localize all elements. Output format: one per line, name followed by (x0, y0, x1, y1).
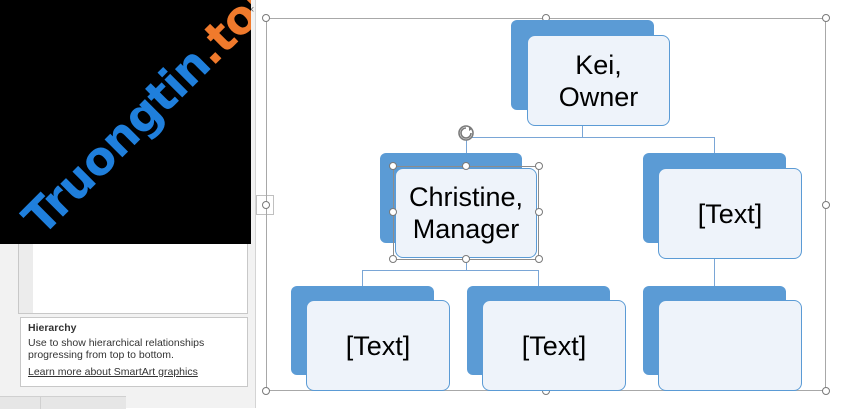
org-node-right-label[interactable]: [Text] (658, 168, 802, 259)
resize-handle-bottom-left[interactable] (262, 387, 270, 395)
org-node-root-label[interactable]: Kei, Owner (527, 35, 670, 126)
learn-more-link[interactable]: Learn more about SmartArt graphics (28, 366, 198, 378)
layout-description-text: Use to show hierarchical relationships p… (28, 337, 205, 361)
selection-handle-bottom-right[interactable] (535, 255, 543, 263)
selection-handle-bottom-left[interactable] (389, 255, 397, 263)
resize-handle-top-left[interactable] (262, 14, 270, 22)
layout-description: Hierarchy Use to show hierarchical relat… (20, 317, 248, 387)
connector-line (362, 270, 539, 271)
selection-handle-top[interactable] (462, 162, 470, 170)
org-node-manager-label[interactable]: Christine, Manager (395, 168, 537, 258)
rotate-handle-icon[interactable] (456, 123, 476, 143)
selection-box (393, 166, 539, 260)
connector-line (466, 256, 467, 271)
selection-handle-left[interactable] (389, 208, 397, 216)
connector-line (538, 270, 539, 300)
layout-title: Hierarchy (28, 322, 77, 334)
watermark-logo: Truongtin.top (0, 0, 251, 244)
org-node-child-2-label[interactable]: [Text] (482, 300, 626, 391)
resize-handle-right[interactable] (822, 201, 830, 209)
selection-handle-right[interactable] (535, 208, 543, 216)
close-icon[interactable]: × (248, 4, 255, 16)
pane-bottom-bar (0, 396, 126, 409)
connector-line (582, 125, 583, 138)
selection-handle-top-left[interactable] (389, 162, 397, 170)
connector-line (714, 258, 715, 300)
selection-handle-bottom[interactable] (462, 255, 470, 263)
connector-line (362, 270, 363, 300)
selection-handle-top-right[interactable] (535, 162, 543, 170)
resize-handle-top-right[interactable] (822, 14, 830, 22)
resize-handle-bottom-right[interactable] (822, 387, 830, 395)
resize-handle-left[interactable] (262, 201, 270, 209)
org-node-child-1-label[interactable]: [Text] (306, 300, 450, 391)
org-node-child-3-label[interactable] (658, 300, 802, 391)
watermark-text: Truongtin.top (11, 0, 251, 244)
connector-line (466, 137, 715, 138)
